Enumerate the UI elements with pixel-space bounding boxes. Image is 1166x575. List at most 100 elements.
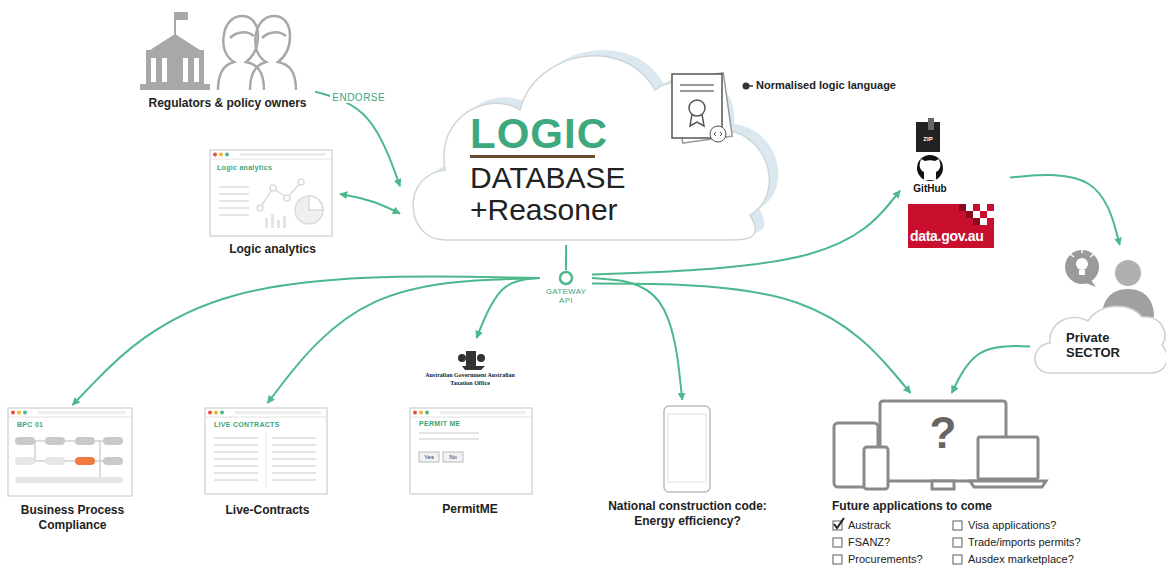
app-window: LIVE CONTRACTSLive-Contracts (200, 403, 335, 520)
gateway-node: GATEWAY API (540, 270, 592, 315)
graphic (309, 196, 323, 210)
node-text: GitHub (900, 183, 960, 194)
graphic (833, 538, 842, 547)
graphic (410, 417, 532, 418)
graphic (1065, 250, 1099, 284)
graphic (560, 272, 572, 284)
graphic (103, 437, 123, 445)
graphic (265, 214, 286, 228)
graphic (219, 207, 249, 209)
graphic (250, 16, 296, 90)
graphic (45, 457, 65, 465)
node-text: GATEWAY API (540, 287, 592, 305)
graphic (419, 411, 423, 415)
graphic (272, 472, 316, 474)
node-text: Australian Government Australian Taxatio… (425, 372, 515, 387)
node-text: data.gov.au (910, 228, 994, 244)
graphic (8, 408, 132, 496)
graphic (235, 411, 321, 414)
graphic (15, 437, 123, 483)
private-sector-cloud: Private SECTOR (1030, 245, 1162, 375)
graphic (970, 481, 1046, 487)
graphic (1076, 258, 1088, 270)
graphic (987, 211, 994, 218)
connector-arrow (592, 284, 911, 394)
graphic (834, 518, 844, 528)
node-text: LOGIC (470, 113, 595, 158)
connector-arrow (592, 278, 682, 400)
node-text: No (443, 454, 463, 460)
graphic (959, 204, 980, 225)
graphic (834, 401, 1046, 489)
graphic (272, 437, 316, 439)
node-text: PermitME (405, 502, 535, 517)
graphic (257, 205, 263, 211)
graphic (690, 114, 704, 126)
graphic (266, 433, 267, 487)
node-text: Logic analytics (217, 164, 297, 171)
graphic (219, 200, 249, 202)
graphic (1079, 270, 1085, 275)
graphic (680, 84, 714, 86)
graphic (176, 12, 188, 20)
graphic (973, 211, 980, 218)
connector-arrow (1010, 175, 1120, 245)
graphic (1086, 279, 1096, 287)
graphic (1115, 260, 1141, 286)
logic-cloud: LOGICDATABASE +Reasoner (400, 35, 775, 245)
graphic (214, 444, 258, 446)
graphic (664, 406, 710, 492)
graphic (162, 58, 167, 82)
regulator-icon: Regulators & policy owners (140, 8, 315, 118)
graphic (864, 447, 888, 489)
graphic (668, 414, 706, 482)
callout-label: Normalised logic language (756, 79, 896, 91)
graphic (210, 150, 332, 236)
graphic (214, 437, 258, 439)
graphic (15, 457, 35, 465)
graphic (205, 417, 327, 418)
graphic (140, 84, 210, 90)
graphic (928, 118, 934, 130)
graphic (213, 153, 217, 157)
node-text: ? (918, 411, 968, 455)
graphic (11, 411, 15, 415)
graphic (953, 521, 962, 530)
node-text: Logic analytics (205, 242, 340, 257)
node-text: Austrack (848, 519, 948, 531)
graphic (419, 452, 439, 462)
graphic (272, 479, 316, 481)
graphic (966, 204, 973, 211)
graphic (174, 12, 176, 36)
node-text: Visa applications? (968, 519, 1100, 531)
graphic (219, 193, 249, 195)
graphic (1035, 306, 1166, 373)
graphic (917, 155, 943, 181)
graphic (240, 153, 326, 156)
connector-arrow (565, 245, 567, 270)
graphic (1070, 249, 1094, 257)
graphic (214, 411, 218, 415)
node-text: Procurements? (848, 553, 948, 565)
node-text: Regulators & policy owners (140, 96, 315, 111)
graphic (458, 354, 466, 362)
graphic (419, 438, 479, 440)
graphic (271, 214, 274, 228)
connector-arrow (268, 278, 541, 403)
graphic (146, 50, 204, 84)
app-window: Australian Government Australian Taxatio… (405, 338, 535, 520)
graphic (833, 555, 842, 564)
graphic (710, 126, 726, 142)
graphic (743, 83, 750, 90)
graphic (978, 437, 1038, 479)
graphic (980, 204, 987, 211)
graphic (214, 472, 258, 474)
graphic (23, 411, 27, 415)
graphic (218, 16, 296, 90)
graphic (214, 458, 258, 460)
graphic (413, 56, 769, 240)
graphic (8, 417, 132, 418)
node-text: FSANZ? (848, 536, 948, 548)
node-text: Future applications to come (832, 499, 1092, 514)
graphic (257, 179, 323, 224)
